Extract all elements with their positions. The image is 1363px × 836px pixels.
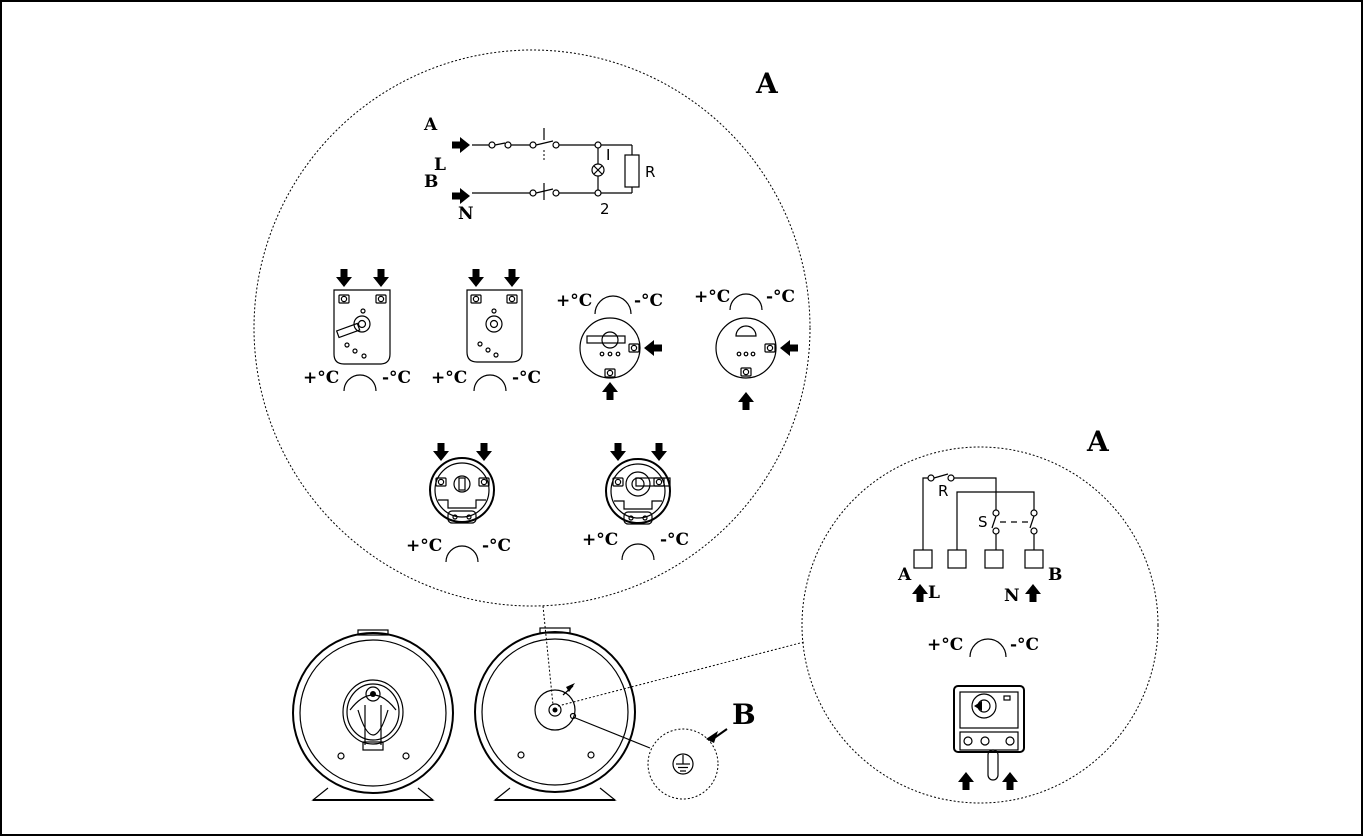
temp-plus-1: +°C — [303, 368, 339, 388]
wiring-schematic-top: A L B N R — [423, 115, 655, 224]
input-b-label: B — [424, 172, 438, 192]
thermostat-round-3: +°C -°C — [406, 443, 511, 563]
temp-plus-5: +°C — [406, 536, 442, 556]
thermostat-round-4: +°C -°C — [582, 443, 689, 561]
thermostat-rect-2: +°C -°C — [431, 269, 541, 392]
temp-minus-2: -°C — [512, 368, 541, 388]
temp-minus-5: -°C — [482, 536, 511, 556]
temp-minus-7: -°C — [1010, 635, 1039, 655]
line-label: L — [434, 155, 446, 175]
temp-plus-3: +°C — [556, 291, 592, 311]
neutral-label: N — [458, 204, 474, 224]
switch-label-right: S — [978, 513, 988, 531]
term-a-label: A — [897, 565, 912, 585]
ground-pointer-arrow-icon — [706, 731, 718, 743]
input-a-label: A — [423, 115, 438, 135]
temp-minus-1: -°C — [382, 368, 411, 388]
thermostat-rect-1: +°C -°C — [303, 269, 411, 392]
thermostat-round-2: +°C -°C — [694, 287, 798, 410]
temp-minus-4: -°C — [766, 287, 795, 307]
input-a-arrow-icon — [452, 137, 470, 153]
resistor-label: R — [645, 163, 655, 181]
temp-plus-6: +°C — [582, 530, 618, 550]
line-arrow-icon — [912, 584, 928, 602]
neutral-arrow-icon — [1025, 584, 1041, 602]
wiring-schematic-right: R S A B L N — [897, 473, 1062, 606]
callout-a-top: A — [755, 67, 779, 100]
resistor-label-right: R — [938, 482, 948, 500]
detail-circle-b: B — [647, 698, 756, 800]
water-heater-open-view — [474, 605, 805, 801]
temp-minus-6: -°C — [660, 530, 689, 550]
thermostat-compact: +°C -°C — [927, 635, 1039, 790]
term-b-label: B — [1048, 565, 1062, 585]
lamp-label: I — [606, 146, 610, 164]
temp-plus-4: +°C — [694, 287, 730, 307]
callout-b: B — [732, 698, 756, 731]
temp-plus-2: +°C — [431, 368, 467, 388]
temp-minus-3: -°C — [634, 291, 663, 311]
detail-circle-a-top: A A L B N R — [253, 49, 811, 607]
callout-a-right: A — [1086, 425, 1110, 458]
temp-plus-7: +°C — [927, 635, 963, 655]
neutral-label-right: N — [1004, 586, 1020, 606]
input-b-arrow-icon — [452, 188, 470, 204]
water-heater-front-view — [292, 629, 454, 801]
line-label-right: L — [928, 583, 940, 603]
thermostat-round-1: +°C -°C — [556, 291, 663, 400]
terminal-2-label: 2 — [600, 200, 610, 218]
detail-circle-a-right: A R S A B — [801, 425, 1159, 804]
